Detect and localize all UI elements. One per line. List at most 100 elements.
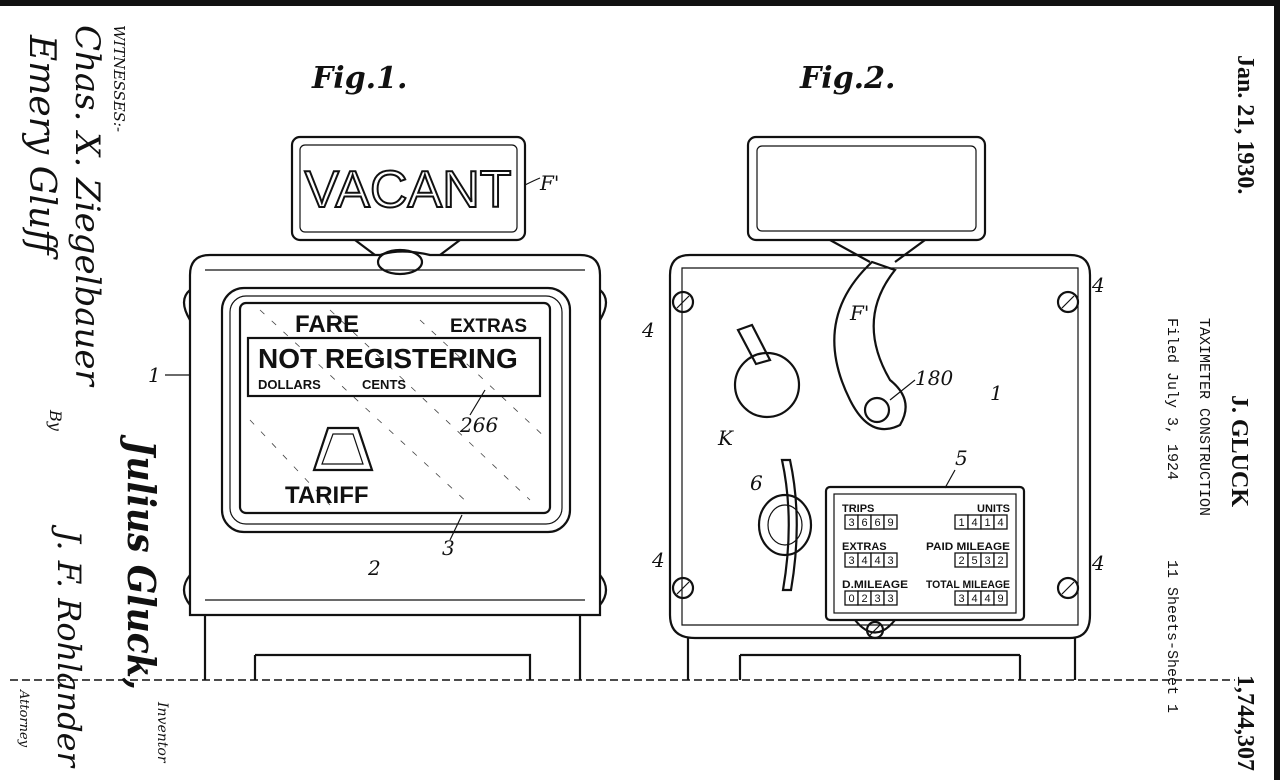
counter-digit: 2 (861, 593, 867, 605)
screw-icon (1056, 576, 1080, 600)
display-fare: FARE (295, 311, 359, 338)
fig2-label: Fig.2. (799, 61, 895, 96)
title-header: TAXIMETER CONSTRUCTION (1195, 318, 1212, 516)
screw-icon (671, 576, 695, 600)
ref-screw-4: 4 (1091, 273, 1105, 297)
vacant-sign-text: VACANT (304, 161, 511, 219)
taximeter-body-front: FARE EXTRAS NOT REGISTERING DOLLARS CENT… (182, 248, 608, 680)
ref-screw-4: 4 (641, 318, 655, 342)
counter-digit: 4 (971, 593, 977, 605)
ref-window-3: 3 (442, 536, 455, 560)
patent-number: 1,744,307 (1232, 675, 1258, 771)
counter-digit: 5 (971, 555, 977, 567)
vacant-sign: VACANT (290, 135, 527, 256)
lever-arm (833, 260, 907, 431)
counter-digit: 4 (861, 555, 867, 567)
counter-digit: 2 (997, 555, 1003, 567)
counter-digit-box (993, 552, 1008, 568)
ref-sign-f: F' (539, 171, 559, 195)
counter-digit: 4 (874, 555, 880, 567)
display-cents: CENTS (362, 377, 406, 392)
counter-digit: 4 (984, 593, 990, 605)
display-status: NOT REGISTERING (258, 343, 518, 374)
counter-digit-box (883, 552, 898, 568)
tariff-flag-icon (312, 426, 374, 472)
filed-date: Filed July 3, 1924 (1163, 318, 1180, 480)
attorney-label: Attorney (16, 689, 31, 748)
display-dollars: DOLLARS (258, 377, 321, 392)
counter-digit: 4 (997, 517, 1003, 529)
blank-sign (746, 135, 987, 263)
patent-header: Jan. 21, 1930. 1,744,307 (1232, 55, 1258, 771)
patent-title: TAXIMETER CONSTRUCTION (1195, 318, 1212, 516)
counter-digit-box (883, 590, 898, 606)
witness-2-signature: Emery Gluff (21, 34, 62, 260)
witnesses-block: WITNESSES:- (110, 25, 128, 132)
top-border (0, 0, 1280, 6)
filed-header: Filed July 3, 1924 11 Sheets-Sheet 1 (1163, 318, 1180, 713)
ref-body-1: 1 (990, 381, 1003, 405)
ref-key-6: 6 (750, 471, 763, 495)
figure-2: Fig.2. (641, 61, 1105, 680)
counter-digit-box (993, 514, 1008, 530)
key-lock (757, 458, 813, 592)
counter-digit: 3 (958, 593, 964, 605)
attorney-signature-block: J. F. Rohlander (50, 524, 88, 769)
counter-digit: 4 (971, 517, 977, 529)
counter-digit: 3 (887, 555, 893, 567)
counter-label: UNITS (977, 503, 1010, 515)
ref-screw-4: 4 (1091, 551, 1105, 575)
counter-label: D.MILEAGE (842, 579, 908, 591)
counter-digit: 3 (887, 593, 893, 605)
by-block: By (46, 409, 65, 432)
counter-digit: 3 (984, 555, 990, 567)
ref-lever-f: F' (849, 301, 869, 325)
counter-digit: 6 (861, 517, 867, 529)
figure-1: Fig.1. VACANT F' FARE EXTRAS NOT REGISTE… (148, 61, 608, 680)
patent-date: Jan. 21, 1930. (1232, 55, 1258, 194)
counter-digit: 3 (848, 555, 854, 567)
screw-icon (671, 290, 695, 314)
witness-signature-1: Chas. X. Ziegelbauer (67, 25, 107, 387)
ref-front-2: 2 (367, 556, 381, 580)
screw-icon (865, 620, 885, 640)
right-border (1274, 0, 1280, 780)
ref-counter-5: 5 (955, 446, 968, 470)
witness-1-signature: Chas. X. Ziegelbauer (67, 25, 107, 387)
ref-screw-4: 4 (651, 548, 665, 572)
ref-glass-266: 266 (459, 413, 498, 437)
screw-icon (1056, 290, 1080, 314)
knob-k (733, 323, 801, 419)
by-label: By (46, 409, 65, 432)
counter-label: TOTAL MILEAGE (926, 579, 1010, 591)
inventor-name: Julius Gluck, (119, 435, 164, 690)
counter-digit: 3 (874, 593, 880, 605)
inventor-label-block: Inventor (154, 701, 170, 764)
counter-digit-box (883, 514, 898, 530)
attorney-signature: J. F. Rohlander (50, 524, 88, 769)
display-tariff: TARIFF (285, 482, 369, 509)
inventor-label: Inventor (154, 701, 170, 764)
attorney-label-block: Attorney (16, 689, 31, 748)
fig1-label: Fig.1. (311, 61, 407, 96)
counter-label: PAID MILEAGE (926, 541, 1010, 553)
counter-digit: 0 (848, 593, 854, 605)
counter-digit: 9 (997, 593, 1003, 605)
counter-label: TRIPS (842, 503, 874, 515)
inventor-name-block: Julius Gluck, (119, 435, 164, 690)
counter-digit: 1 (958, 517, 964, 529)
counter-digit: 3 (848, 517, 854, 529)
witness-signature-2: Emery Gluff (21, 34, 62, 260)
witnesses-label: WITNESSES:- (110, 25, 128, 132)
